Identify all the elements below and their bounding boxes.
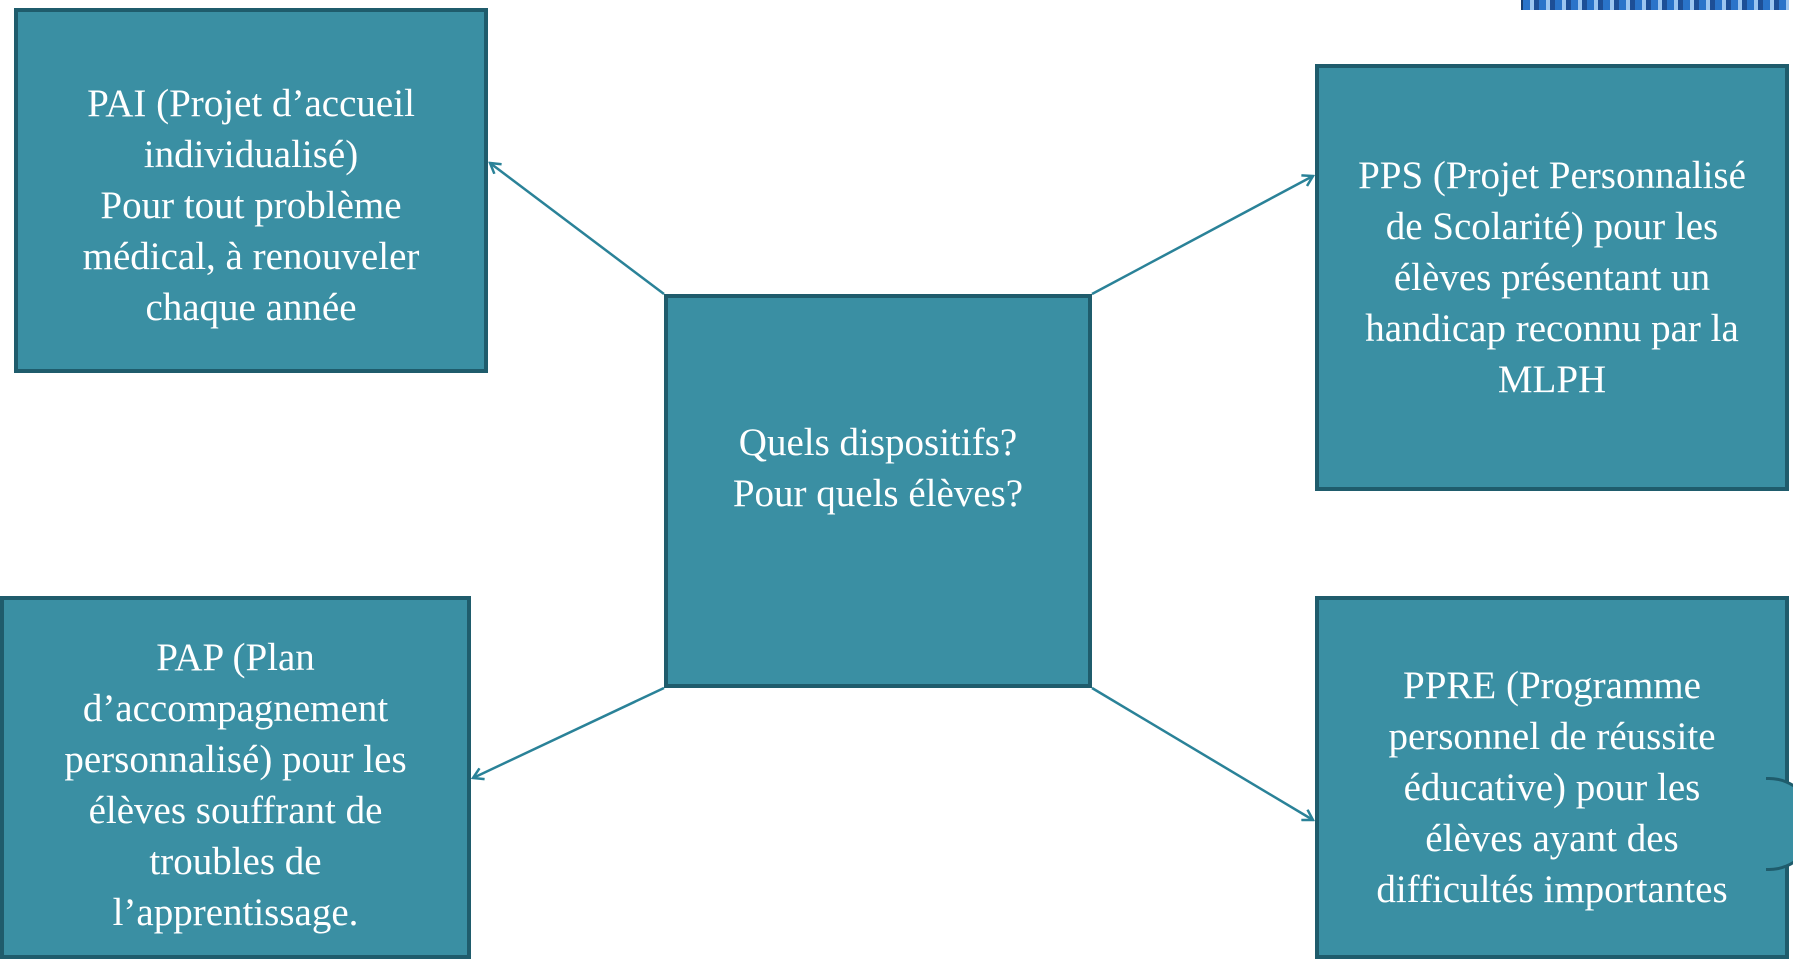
arrow-to-pai	[490, 163, 665, 295]
arrow-to-pap	[473, 686, 665, 778]
corner-image	[1521, 0, 1789, 10]
center-box: Quels dispositifs? Pour quels élèves?	[664, 294, 1092, 688]
pps-text: PPS (Projet Personnalisé de Scolarité) p…	[1358, 154, 1746, 401]
ppre-box: PPRE (Programme personnel de réussite éd…	[1315, 596, 1789, 959]
center-text: Quels dispositifs? Pour quels élèves?	[732, 421, 1024, 515]
pap-box: PAP (Plan d’accompagnement personnalisé)…	[0, 596, 471, 959]
ppre-text: PPRE (Programme personnel de réussite éd…	[1376, 664, 1728, 911]
pai-text: PAI (Projet d’accueil individualisé) Pou…	[82, 82, 420, 329]
pai-box: PAI (Projet d’accueil individualisé) Pou…	[14, 8, 488, 373]
corner-circle-shape	[1766, 777, 1793, 871]
pap-text: PAP (Plan d’accompagnement personnalisé)…	[64, 636, 407, 934]
pps-box: PPS (Projet Personnalisé de Scolarité) p…	[1315, 64, 1789, 491]
arrow-to-pps	[1091, 176, 1313, 296]
arrow-to-ppre	[1091, 686, 1313, 820]
